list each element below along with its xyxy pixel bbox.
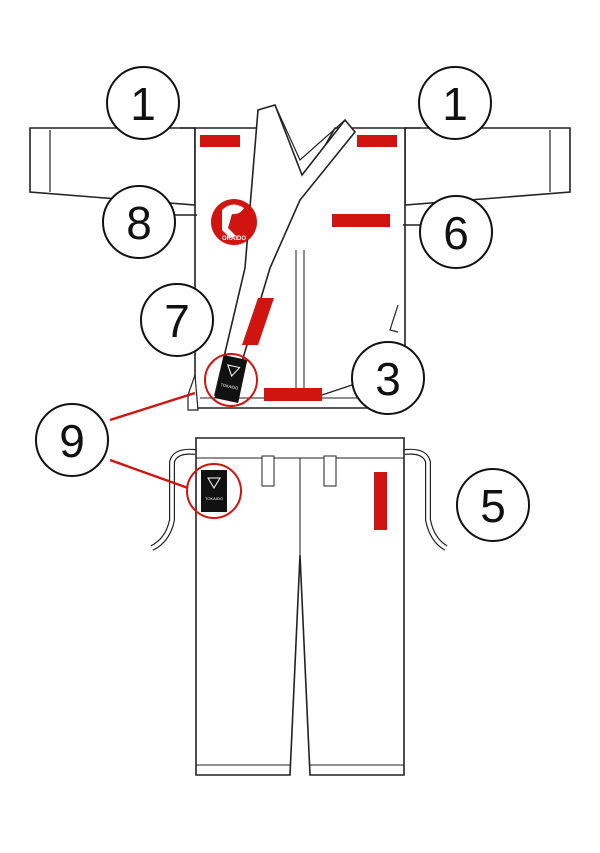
callout-pants-leg: 5 <box>456 468 530 542</box>
hem-stripe <box>264 388 322 401</box>
callout-labels: 9 <box>35 403 109 477</box>
callout-label: 1 <box>442 78 468 130</box>
callout-left-lapel: 7 <box>140 283 214 357</box>
jacket-patch-text: TOKAIDO <box>220 382 239 391</box>
lapel-stripe <box>242 298 274 345</box>
callout-left-shoulder: 1 <box>106 66 180 140</box>
callout-label: 3 <box>375 353 401 405</box>
right-drawstring <box>404 448 448 551</box>
pants-leg-stripe <box>374 472 387 530</box>
jacket: OKAIDO TOKAIDO <box>29 104 571 411</box>
jacket-label-patch: TOKAIDO <box>214 354 248 404</box>
right-sleeve <box>404 127 571 206</box>
callout-label: 9 <box>59 415 85 467</box>
callout-label: 5 <box>480 480 506 532</box>
callout-label: 8 <box>126 197 152 249</box>
okaido-logo: OKAIDO <box>211 199 257 245</box>
callout-label: 1 <box>130 78 156 130</box>
callout-right-chest: 6 <box>419 195 493 269</box>
callout-left-arm: 8 <box>102 185 176 259</box>
jacket-label-highlight <box>204 353 258 407</box>
callout-right-shoulder: 1 <box>418 66 492 140</box>
pants-body <box>195 437 405 776</box>
pants-label-patch: TOKAIDO <box>201 470 227 512</box>
left-shoulder-stripe <box>200 135 240 147</box>
pants-label-highlight <box>186 463 242 519</box>
pants-patch-text: TOKAIDO <box>205 496 223 501</box>
right-shoulder-stripe <box>357 135 397 147</box>
callout-label: 6 <box>443 207 469 259</box>
right-chest-stripe <box>332 214 390 227</box>
callout-label: 7 <box>164 295 190 347</box>
logo-text: OKAIDO <box>222 236 246 242</box>
callout-hem: 3 <box>351 341 425 415</box>
pants: TOKAIDO <box>150 437 448 776</box>
left-sleeve <box>29 127 196 206</box>
